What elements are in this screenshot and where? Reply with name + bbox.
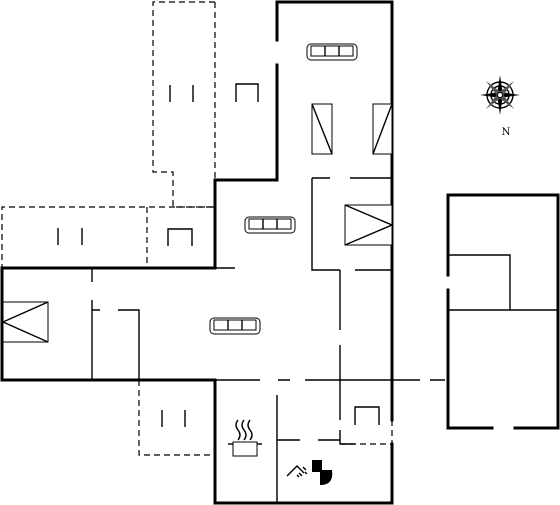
chair-icon xyxy=(354,406,380,425)
chair-icon xyxy=(161,410,186,427)
stove-pot-icon xyxy=(228,419,262,457)
exterior-walls xyxy=(0,0,394,505)
chair-icon xyxy=(235,83,259,102)
annex-partition xyxy=(448,254,558,311)
terrace-west xyxy=(1,206,215,268)
bed-icon xyxy=(344,204,393,246)
bed-icon xyxy=(2,301,49,343)
toilet-icon xyxy=(312,460,333,485)
partition xyxy=(92,309,140,380)
interior-walls xyxy=(91,177,445,503)
compass-north-label: N xyxy=(502,127,511,138)
partition xyxy=(311,178,392,271)
chair-icon xyxy=(167,228,193,246)
shower-icon xyxy=(286,465,308,478)
chair-icon xyxy=(169,85,194,102)
terrace-outlines xyxy=(1,1,393,456)
sofa-icon xyxy=(209,317,261,335)
annex xyxy=(446,193,560,430)
bed-icon xyxy=(372,103,393,155)
sofa-icon xyxy=(244,216,296,234)
bed-icon xyxy=(311,103,333,155)
partition xyxy=(339,380,355,445)
sofa-icon xyxy=(306,43,358,61)
chair-icon xyxy=(57,228,83,245)
annex-outline xyxy=(446,193,560,430)
terrace-southeast xyxy=(340,380,393,445)
compass-rose-icon xyxy=(480,75,520,115)
terrace-north xyxy=(152,1,215,208)
terrace-south xyxy=(138,380,215,456)
house-outline xyxy=(0,0,394,505)
